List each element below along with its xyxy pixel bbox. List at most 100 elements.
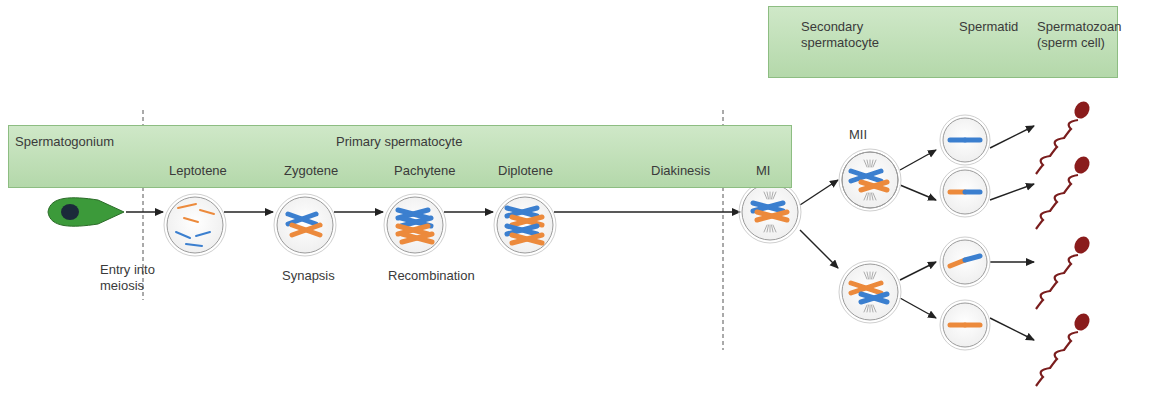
cell-outline xyxy=(940,300,990,350)
chromatid xyxy=(864,160,867,167)
stage-label: Primary spermatocyte xyxy=(336,134,462,150)
cell-outline xyxy=(839,149,901,211)
cell-outline xyxy=(494,194,556,256)
spermatogonium-cell xyxy=(48,198,124,226)
cell-outline xyxy=(842,152,898,208)
band-heading: MII xyxy=(849,127,899,143)
chromatid xyxy=(965,138,980,143)
chromatid xyxy=(402,234,432,242)
chromatid xyxy=(770,225,771,232)
chromatid xyxy=(872,305,874,312)
stage-label: Spermatozoan (sperm cell) xyxy=(1037,19,1115,51)
chromatid xyxy=(851,171,881,181)
nucleus xyxy=(61,204,79,220)
chromatid xyxy=(851,283,881,293)
stage-label: MI xyxy=(756,163,796,179)
stage-label: Zygotene xyxy=(284,163,374,179)
stage-label: Spermatogonium xyxy=(15,134,145,150)
cell-outline xyxy=(940,167,990,217)
stage-band: Secondary spermatocyte SpermatidSpermatoz… xyxy=(768,6,1118,78)
sperm-tail xyxy=(1036,332,1078,386)
chromatid xyxy=(512,235,542,243)
cell xyxy=(943,240,987,284)
cell-outline xyxy=(940,115,990,165)
stage-label: Diplotene xyxy=(498,163,588,179)
chromatid xyxy=(200,210,214,214)
chromatid xyxy=(851,283,881,293)
cell xyxy=(497,197,553,253)
chromatid xyxy=(764,192,767,199)
chromatid xyxy=(186,244,202,246)
cell-outline xyxy=(164,194,226,256)
stage-note: Recombination xyxy=(388,268,498,284)
cell xyxy=(277,197,333,253)
chromatid xyxy=(870,305,871,312)
chromatid xyxy=(772,225,774,232)
stage-note: Entry into meiosis xyxy=(100,262,170,294)
chromatid xyxy=(864,193,867,200)
chromatid xyxy=(861,294,887,302)
chromatid xyxy=(772,192,774,199)
cell-outline xyxy=(940,237,990,287)
cell xyxy=(842,264,898,320)
sperm-head xyxy=(1071,154,1092,177)
chromatid xyxy=(292,225,320,235)
chromatid xyxy=(292,225,320,235)
cell-outline xyxy=(839,149,901,211)
chromatid xyxy=(873,305,876,312)
chromatid xyxy=(867,160,869,167)
chromatid xyxy=(512,235,542,243)
chromatid xyxy=(861,294,887,302)
band-heading: Secondary spermatocyte xyxy=(801,19,896,51)
chromatid xyxy=(861,182,887,190)
chromatid xyxy=(864,305,867,312)
chromatid xyxy=(764,225,767,232)
chromatid xyxy=(288,214,316,224)
chromatid xyxy=(867,193,869,200)
chromatid xyxy=(757,212,787,220)
chromatid xyxy=(873,272,876,279)
chromatid xyxy=(872,272,874,279)
chromatid xyxy=(178,204,196,208)
cell xyxy=(943,170,987,214)
chromatid xyxy=(288,214,316,224)
mii-cell: MII xyxy=(839,149,901,211)
cell xyxy=(167,197,223,253)
sperm-head xyxy=(1071,99,1092,122)
cell xyxy=(387,197,443,253)
chromatid xyxy=(873,160,876,167)
stage-band: Spermatogonium Primary spermatocyteLeptot… xyxy=(8,125,792,188)
sperm-tail xyxy=(1036,120,1078,174)
chromatid xyxy=(767,192,769,199)
chromatid xyxy=(176,232,190,238)
chromatid xyxy=(965,323,980,328)
stage-label: Diakinesis xyxy=(651,163,741,179)
chromatid xyxy=(757,212,787,220)
stage-note: Synapsis xyxy=(282,268,362,284)
chromatid xyxy=(184,218,198,222)
chromatid xyxy=(872,193,874,200)
chromatid xyxy=(770,192,771,199)
chromatid xyxy=(870,160,871,167)
cell-outline xyxy=(274,194,336,256)
chromatid xyxy=(867,305,869,312)
chromatid xyxy=(872,160,874,167)
stage-label: Spermatid xyxy=(959,19,1049,35)
sperm-head xyxy=(1071,311,1092,334)
cell xyxy=(943,118,987,162)
cell-outline xyxy=(384,194,446,256)
cell xyxy=(943,303,987,347)
chromatid xyxy=(402,234,432,242)
chromatid xyxy=(851,171,881,181)
sperm-head xyxy=(1071,234,1092,257)
chromatid xyxy=(773,192,776,199)
chromatid xyxy=(965,190,980,195)
chromatid xyxy=(870,193,871,200)
chromatid xyxy=(767,225,769,232)
sperm-tail xyxy=(1036,255,1078,309)
stage-label: Leptotene xyxy=(169,163,259,179)
chromatid xyxy=(873,193,876,200)
cell-outline xyxy=(739,181,801,243)
chromatid xyxy=(864,272,867,279)
cell xyxy=(742,184,798,240)
